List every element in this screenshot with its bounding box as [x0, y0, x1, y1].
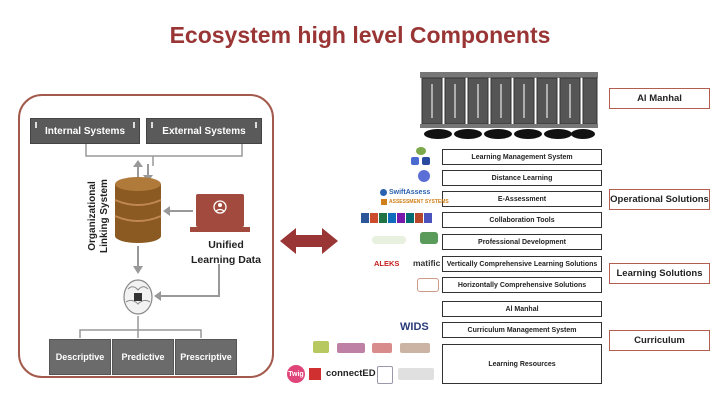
laptop-to-db-head	[163, 206, 170, 216]
sharepoint-icon	[406, 213, 414, 223]
assessment-square-icon	[381, 199, 387, 205]
resource-logo-5	[377, 366, 393, 384]
twig-logo: Twig	[287, 365, 305, 383]
row-e-assessment: E-Assessment	[442, 191, 602, 207]
connected-logo: connectED	[326, 368, 376, 379]
assessment-systems-text: ASSESSMENT SYSTEMS	[389, 199, 449, 205]
resource-logo-1	[313, 341, 329, 353]
unified-to-brain-line	[158, 264, 220, 297]
row-collaboration-tools: Collaboration Tools	[442, 212, 602, 228]
lms-logos	[411, 147, 433, 167]
brain-to-outputs-branch	[79, 329, 202, 338]
resource-logo-2	[337, 343, 365, 353]
row-curriculum-management: Curriculum Management System	[442, 322, 602, 338]
unified-learning-data-label: Unified Learning Data	[188, 238, 264, 268]
office-apps-logos	[361, 213, 432, 223]
category-al-manhal: Al Manhal	[609, 88, 710, 109]
page-title: Ecosystem high level Components	[169, 22, 551, 48]
row-distance-learning: Distance Learning	[442, 170, 602, 186]
category-curriculum: Curriculum	[609, 330, 710, 351]
teams-logo-icon	[418, 170, 430, 182]
word-icon	[361, 213, 369, 223]
double-arrow-icon	[280, 228, 338, 254]
predictive-box: Predictive	[112, 339, 174, 375]
unified-line2: Learning Data	[190, 254, 261, 266]
row-al-manhal: Al Manhal	[442, 301, 602, 317]
assessment-systems-logo: ASSESSMENT SYSTEMS	[381, 199, 449, 205]
descriptive-box: Descriptive	[49, 339, 111, 375]
distance-learning-logo	[418, 170, 434, 184]
zoom-icon	[422, 157, 430, 165]
brain-icon	[123, 279, 153, 315]
linking-system-line2: Linking System	[99, 179, 110, 253]
row-learning-resources: Learning Resources	[442, 344, 602, 384]
unified-to-brain-head	[154, 291, 161, 301]
row-lms: Learning Management System	[442, 149, 602, 165]
row-vertical-solutions: Vertically Comprehensive Learning Soluti…	[442, 256, 602, 272]
database-icon	[114, 177, 162, 243]
access-icon	[415, 213, 423, 223]
matific-logo: matific	[413, 258, 441, 268]
row-horizontal-solutions: Horizontally Comprehensive Solutions	[442, 277, 602, 293]
horizontal-solutions-logo	[417, 278, 439, 292]
powerpoint-icon	[370, 213, 378, 223]
aleks-logo: ALEKS	[374, 259, 400, 268]
external-systems-box: External Systems	[146, 118, 262, 144]
linking-system-line1: Organizational	[87, 181, 98, 251]
training-logo-icon	[420, 232, 438, 244]
arrow-up-head	[133, 160, 143, 167]
server-rack-icon	[420, 72, 598, 139]
linking-system-label: Organizational Linking System	[87, 176, 111, 256]
external-systems-label: External Systems	[162, 125, 246, 137]
moodle-leaf-icon	[416, 147, 426, 155]
teams-app-icon	[424, 213, 432, 223]
swift-dot-icon	[380, 189, 387, 196]
category-learning-solutions: Learning Solutions	[609, 263, 710, 284]
systems-connector	[85, 144, 243, 157]
db-to-brain-head	[133, 266, 143, 274]
laptop-icon	[190, 194, 250, 232]
teams-icon	[411, 157, 419, 165]
internal-systems-label: Internal Systems	[44, 125, 126, 137]
onenote-icon	[397, 213, 405, 223]
swift-text: SwiftAssess	[389, 189, 431, 196]
resource-logo-6	[398, 368, 434, 380]
prescriptive-box: Prescriptive	[175, 339, 237, 375]
learning-platform-logo	[372, 236, 406, 244]
red-square-logo	[309, 368, 321, 380]
category-operational-solutions: Operational Solutions	[609, 189, 710, 210]
resource-logo-3	[372, 343, 392, 353]
internal-systems-box: Internal Systems	[30, 118, 140, 144]
swiftassess-logo: SwiftAssess	[380, 189, 430, 196]
row-professional-development: Professional Development	[442, 234, 602, 250]
resource-logo-4	[400, 343, 430, 353]
wids-logo: WIDS	[400, 321, 429, 333]
outlook-icon	[388, 213, 396, 223]
unified-line1: Unified	[208, 239, 244, 251]
left-panel-diagram	[79, 144, 250, 338]
excel-icon	[379, 213, 387, 223]
